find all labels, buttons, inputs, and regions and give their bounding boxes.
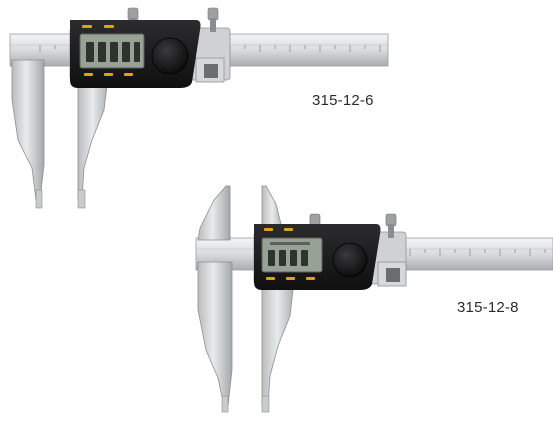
fixed-upper-jaw	[197, 185, 231, 241]
lcd-digits	[86, 42, 140, 62]
caliper-315-12-8	[195, 185, 553, 413]
fixed-jaw	[197, 261, 233, 407]
caliper-315-12-6	[9, 7, 389, 209]
model-label: 315-12-8	[457, 299, 519, 316]
model-label: 315-12-6	[312, 92, 374, 109]
thumb-roller-icon	[332, 242, 368, 278]
beam-scale	[409, 249, 546, 256]
function-buttons	[82, 25, 133, 76]
beam-scale	[39, 45, 381, 52]
fixed-jaw	[11, 59, 45, 201]
lcd-digits	[268, 242, 310, 266]
thumb-roller-icon	[151, 37, 189, 75]
function-buttons	[264, 228, 315, 280]
